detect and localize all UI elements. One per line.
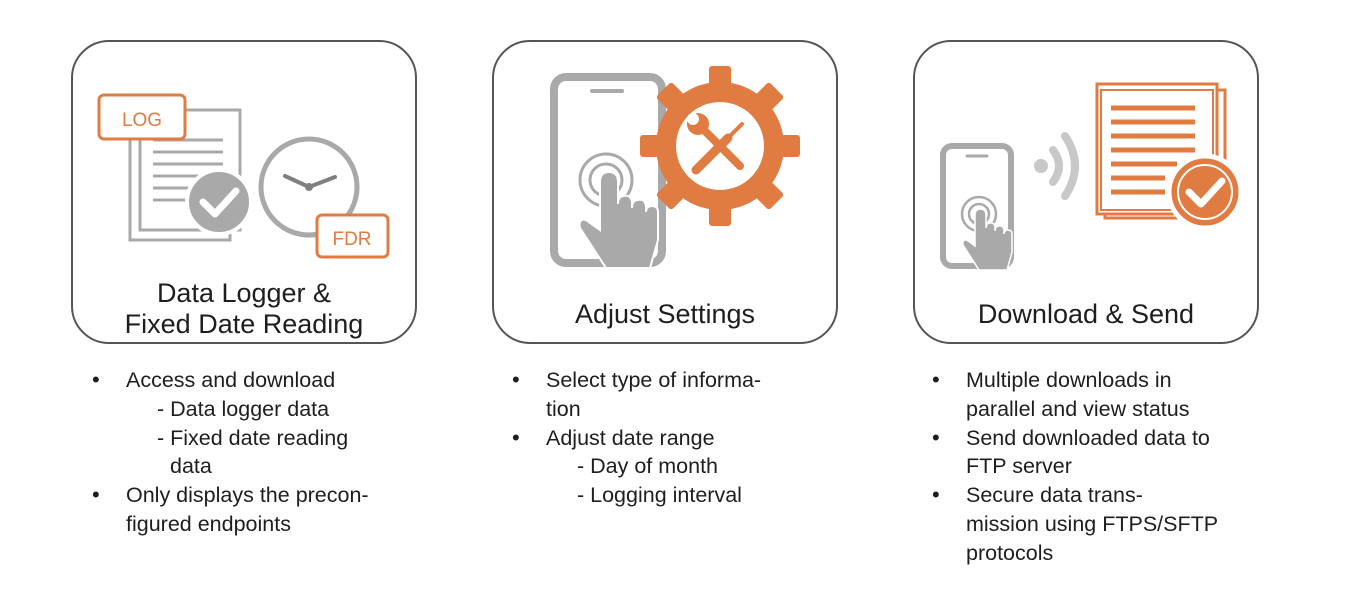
card-title-line: Adjust Settings — [574, 299, 756, 329]
card-adjust-settings-bullets: Select type of informa- tion Adjust date… — [512, 366, 842, 510]
bullet-text: protocols — [966, 540, 1054, 565]
fdr-badge: FDR — [315, 213, 390, 259]
card-title-line: Download & Send — [977, 299, 1195, 329]
bullet-item: Send downloaded data to FTP server — [932, 424, 1292, 482]
sub-text: - Day of month — [577, 454, 718, 479]
bullet-text: parallel and view status — [966, 396, 1190, 421]
bullet-text: FTP server — [966, 454, 1072, 479]
bullet-text: Multiple downloads in — [966, 368, 1172, 392]
sub-text: - Logging interval — [577, 483, 742, 508]
card-data-logger-illustration: LOG FDR — [97, 93, 390, 259]
bullet-text: Send downloaded data to — [966, 425, 1210, 450]
bullet-text: Adjust date range — [546, 425, 715, 450]
bullet-text: Select type of informa- — [546, 368, 762, 392]
sub-item: - Fixed date reading data — [157, 424, 422, 482]
bullet-text: Secure data trans- — [966, 483, 1143, 508]
sub-text: - Data logger data — [157, 396, 330, 421]
svg-text:FDR: FDR — [332, 229, 371, 250]
tools-icon — [687, 113, 744, 175]
card-title-line: Data Logger & — [156, 278, 332, 308]
card-download-send: Download & Send — [913, 40, 1259, 344]
sub-list: - Data logger data - Fixed date reading … — [126, 395, 422, 481]
sub-list: - Day of month - Logging interval — [546, 452, 842, 510]
bullet-item: Multiple downloads in parallel and view … — [932, 366, 1292, 424]
bullet-text: figured endpoints — [126, 511, 291, 536]
bullet-item: Access and download - Data logger data -… — [92, 366, 422, 481]
sub-text: - Fixed date reading — [157, 425, 349, 450]
clock-icon — [258, 136, 360, 238]
sub-item: - Logging interval — [577, 481, 842, 510]
bullet-text: Only displays the precon- — [126, 483, 369, 508]
bullet-item: Secure data trans- mission using FTPS/SF… — [932, 481, 1292, 567]
touch-hand-icon — [960, 195, 1013, 271]
card-download-send-bullets: Multiple downloads in parallel and view … — [932, 366, 1292, 568]
card-data-logger-bullets: Access and download - Data logger data -… — [92, 366, 422, 539]
sub-item: - Data logger data — [157, 395, 422, 424]
card-adjust-settings: Adjust Settings — [492, 40, 838, 344]
card-adjust-settings-illustration — [550, 66, 800, 269]
checkmark-icon — [185, 168, 253, 236]
sub-item: - Day of month — [577, 452, 842, 481]
card-title-line: Fixed Date Reading — [124, 309, 364, 339]
bullet-text: mission using FTPS/SFTP — [966, 511, 1219, 536]
sub-text: data — [170, 454, 212, 479]
bullet-item: Adjust date range - Day of month - Loggi… — [512, 424, 842, 510]
card-download-send-illustration — [940, 82, 1244, 271]
card-title: Download & Send — [915, 299, 1257, 330]
card-title: Adjust Settings — [494, 299, 836, 330]
document-icon — [1095, 82, 1227, 220]
card-title: Data Logger & Fixed Date Reading — [73, 278, 415, 340]
bullet-text: tion — [546, 396, 581, 421]
svg-text:LOG: LOG — [122, 110, 162, 131]
log-badge: LOG — [97, 93, 187, 141]
touch-hand-icon — [578, 152, 659, 269]
card-data-logger: LOG FDR Data Logger & Fixed Date Reading — [71, 40, 417, 344]
wireless-signal-icon — [1034, 132, 1079, 200]
bullet-item: Only displays the precon- figured endpoi… — [92, 481, 422, 539]
checkmark-icon — [1166, 153, 1244, 231]
bullet-text: Access and download — [126, 368, 336, 392]
bullet-item: Select type of informa- tion — [512, 366, 842, 424]
